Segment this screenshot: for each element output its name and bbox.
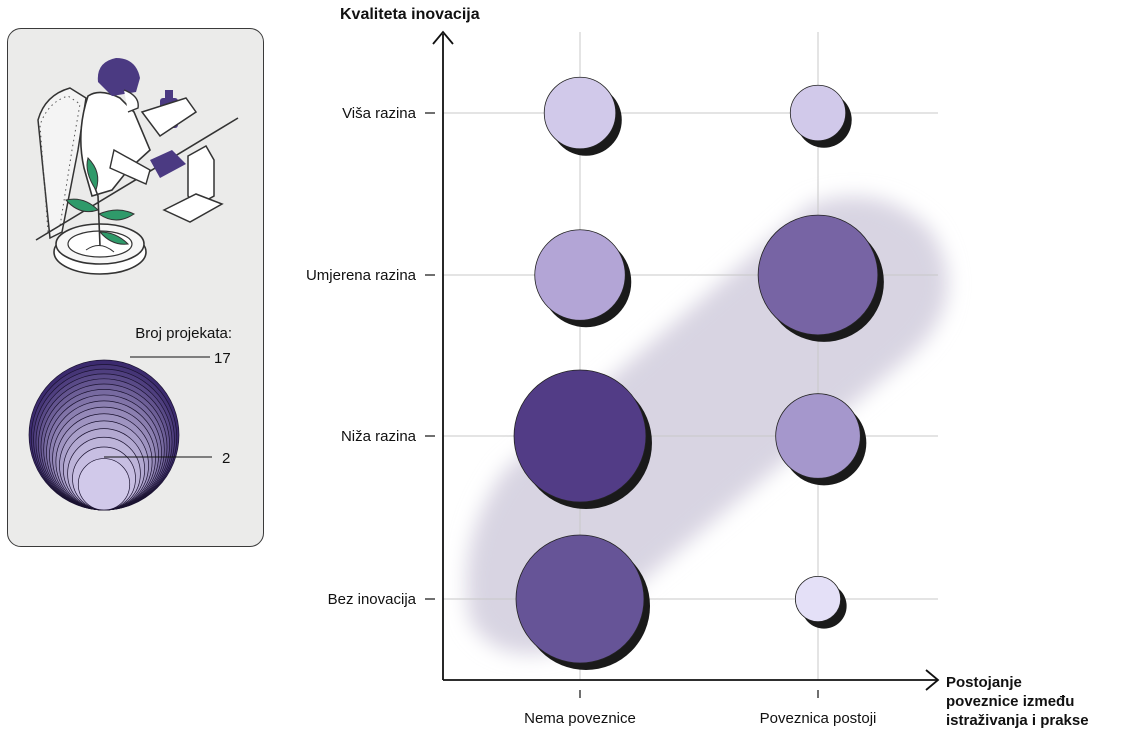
legend-max-value: 17 (214, 350, 231, 367)
bubble-3 (757, 214, 879, 336)
axes (432, 30, 940, 691)
y-tick-label-3: Viša razina (342, 105, 417, 122)
y-tick-labels: Bez inovacija Niža razina Umjerena razina V… (306, 105, 435, 608)
bubble-7 (794, 575, 842, 623)
legend-title: Broj projekata: (135, 325, 232, 342)
x-tick-label-0: Nema poveznice (524, 710, 636, 727)
y-axis-arrow (432, 30, 454, 45)
y-tick-label-2: Umjerena razina (306, 267, 417, 284)
y-tick-label-0: Bez inovacija (328, 591, 417, 608)
bubble-5 (775, 393, 861, 479)
bubbles (513, 76, 884, 670)
y-tick-label-1: Niža razina (341, 428, 417, 445)
legend-nested-circles (28, 359, 180, 511)
scientist-illustration (35, 58, 239, 275)
x-axis-title-line-2: poveznice između (946, 693, 1075, 710)
bubble-4 (513, 369, 647, 503)
legend-circle-2 (77, 458, 131, 511)
x-axis-title-line-1: Postojanje (946, 674, 1022, 691)
bubble-0 (543, 76, 617, 150)
x-axis-title: Postojanje poveznice između istraživanja… (946, 673, 1126, 730)
x-axis-arrow (925, 669, 940, 691)
x-tick-labels: Nema poveznice Poveznica postoji (524, 690, 876, 727)
x-axis-title-line-3: istraživanja i prakse (946, 712, 1089, 729)
bubble-1 (789, 84, 847, 142)
y-axis-title: Kvaliteta inovacija (340, 6, 480, 23)
bubble-2 (534, 229, 626, 321)
x-tick-label-1: Poveznica postoji (760, 710, 877, 727)
bubble-6 (515, 534, 645, 664)
legend-min-value: 2 (222, 450, 231, 467)
